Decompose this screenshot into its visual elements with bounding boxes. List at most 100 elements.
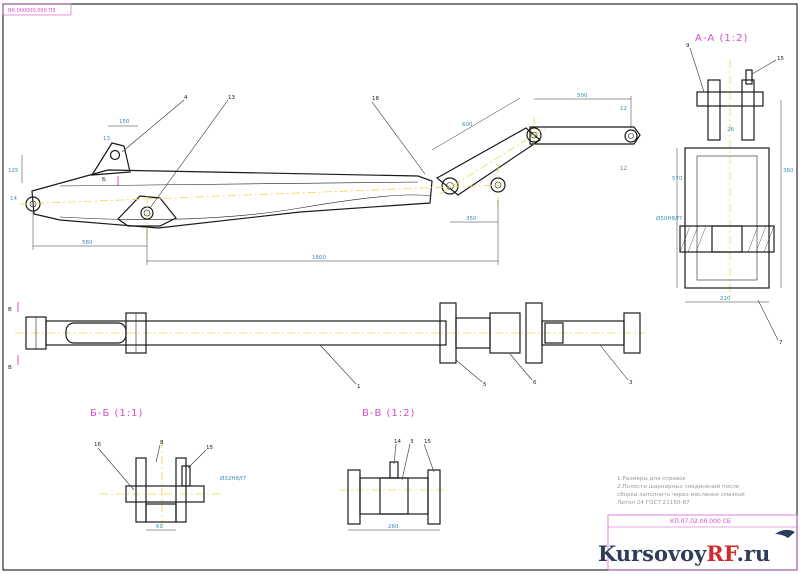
dim-500: 500 (577, 93, 588, 99)
leader-3 (599, 344, 629, 381)
v-left-flange (347, 469, 361, 525)
dim-1800: 1800 (312, 255, 326, 261)
cut-b-top-label: Б (102, 177, 106, 183)
main-lever-inner (59, 181, 419, 187)
a-top-bracket-r (741, 79, 755, 141)
leader-1 (319, 344, 357, 385)
leader-18 (371, 101, 426, 175)
joint-pin-1 (441, 177, 459, 195)
section-a-view: А-А (1:2) 220 570 360 Ø50H8/f7 26 (656, 33, 794, 346)
leader-9 (689, 47, 705, 93)
dim-580: 580 (82, 240, 93, 246)
end-eye-inner (628, 133, 634, 139)
callout-8: 8 (160, 440, 164, 446)
leader-15b (187, 449, 207, 469)
dim-12b: 12 (620, 166, 627, 172)
callout-1: 1 (357, 384, 361, 390)
a-top-bracket-l (707, 79, 721, 141)
note-line-2: 2.Полости шарнирных соединений после (617, 483, 740, 490)
a-body (684, 147, 770, 289)
a-dim-570: 570 (672, 176, 683, 182)
callout-15c: 15 (424, 439, 431, 445)
b-right-plate (175, 457, 187, 523)
callout-15b: 15 (206, 445, 213, 451)
title-block-frame (607, 514, 798, 571)
b-dim-60: 60 (156, 524, 163, 530)
link-18 (435, 127, 541, 196)
section-a-title: А-А (1:2) (695, 33, 748, 44)
dim-13: 13 (103, 136, 110, 142)
corner-stamp: ВК.000000.000 ПЗ (8, 8, 55, 14)
arm-upper (529, 126, 641, 145)
dim-150: 150 (119, 119, 130, 125)
dim-14: 14 (10, 196, 17, 202)
end-eye (624, 129, 638, 143)
note-line-1: 1.Размеры для справок (617, 476, 687, 482)
dim-600-line (431, 97, 521, 151)
v-hub (379, 477, 409, 515)
note-line-4: Литол 24 ГОСТ 21150-87 (617, 500, 690, 506)
leader-15c (423, 443, 435, 473)
joint-block (455, 317, 491, 349)
leader-14 (393, 443, 397, 465)
callout-3b: 3 (410, 439, 414, 445)
callout-4: 4 (184, 95, 188, 101)
dim-12a: 12 (620, 106, 627, 112)
b-bottom-block (145, 503, 177, 523)
leader-4 (121, 99, 185, 153)
a-dim-220: 220 (720, 296, 731, 302)
leader-3b (401, 443, 411, 481)
leader-7 (757, 299, 779, 341)
main-lever-lower-curve (59, 194, 431, 220)
axis-link (439, 127, 546, 195)
leader-6 (509, 353, 533, 381)
a-hatch (679, 225, 775, 253)
a-top-bar (696, 91, 764, 107)
title-block: КП.07.02.00.000 СБ (607, 514, 798, 571)
a-cross-hub (711, 225, 743, 253)
watermark-logo: KursovoyRF.ru (598, 529, 795, 566)
callout-5: 5 (483, 382, 487, 388)
leader-13 (149, 99, 229, 209)
callout-9: 9 (686, 43, 690, 49)
top-view: В В 1 5 6 3 (8, 302, 645, 390)
leader-5 (455, 359, 483, 383)
doc-number: КП.07.02.00.000 СБ (670, 518, 731, 525)
bracket-4 (90, 142, 131, 176)
end-block (623, 312, 641, 354)
left-eye-inner (29, 200, 37, 208)
dim-600: 600 (462, 122, 473, 128)
v-dim-260: 260 (388, 524, 399, 530)
callout-13: 13 (228, 95, 235, 101)
dim-350: 350 (466, 216, 477, 222)
sheet-frame (2, 3, 798, 571)
callout-15: 15 (777, 56, 784, 62)
callout-3: 3 (629, 380, 633, 386)
b-pin (125, 485, 205, 503)
callout-7: 7 (779, 340, 783, 346)
leader-16 (97, 447, 135, 491)
a-body-inner (696, 155, 758, 281)
leader-8 (155, 444, 161, 463)
section-v-title: В-В (1:2) (362, 408, 415, 419)
v-bolt (389, 461, 399, 479)
a-dim-26: 26 (727, 127, 734, 133)
callout-18: 18 (372, 96, 379, 102)
axis-main (19, 184, 501, 205)
note-line-3: сборки заполнить через масленки смазкой (617, 491, 745, 498)
callout-6: 6 (533, 380, 537, 386)
callout-16a: 16 (94, 442, 101, 448)
section-v-view: В-В (1:2) 260 14 3 15 (340, 408, 448, 531)
leader-15 (751, 59, 777, 75)
b-top-bolt (181, 465, 191, 487)
corner-stamp-box (2, 3, 72, 16)
a-dim-50: Ø50H8/f7 (656, 215, 683, 222)
dim-125: 125 (8, 168, 19, 174)
beam-main (45, 320, 447, 346)
a-dim-360: 360 (783, 168, 794, 174)
a-bolt (745, 69, 753, 85)
section-b-title: Б-Б (1:1) (90, 408, 143, 419)
logo-text: KursovoyRF.ru (598, 541, 770, 566)
section-b-view: Б-Б (1:1) 60 Ø32H8/f7 16 8 15 (90, 408, 247, 531)
